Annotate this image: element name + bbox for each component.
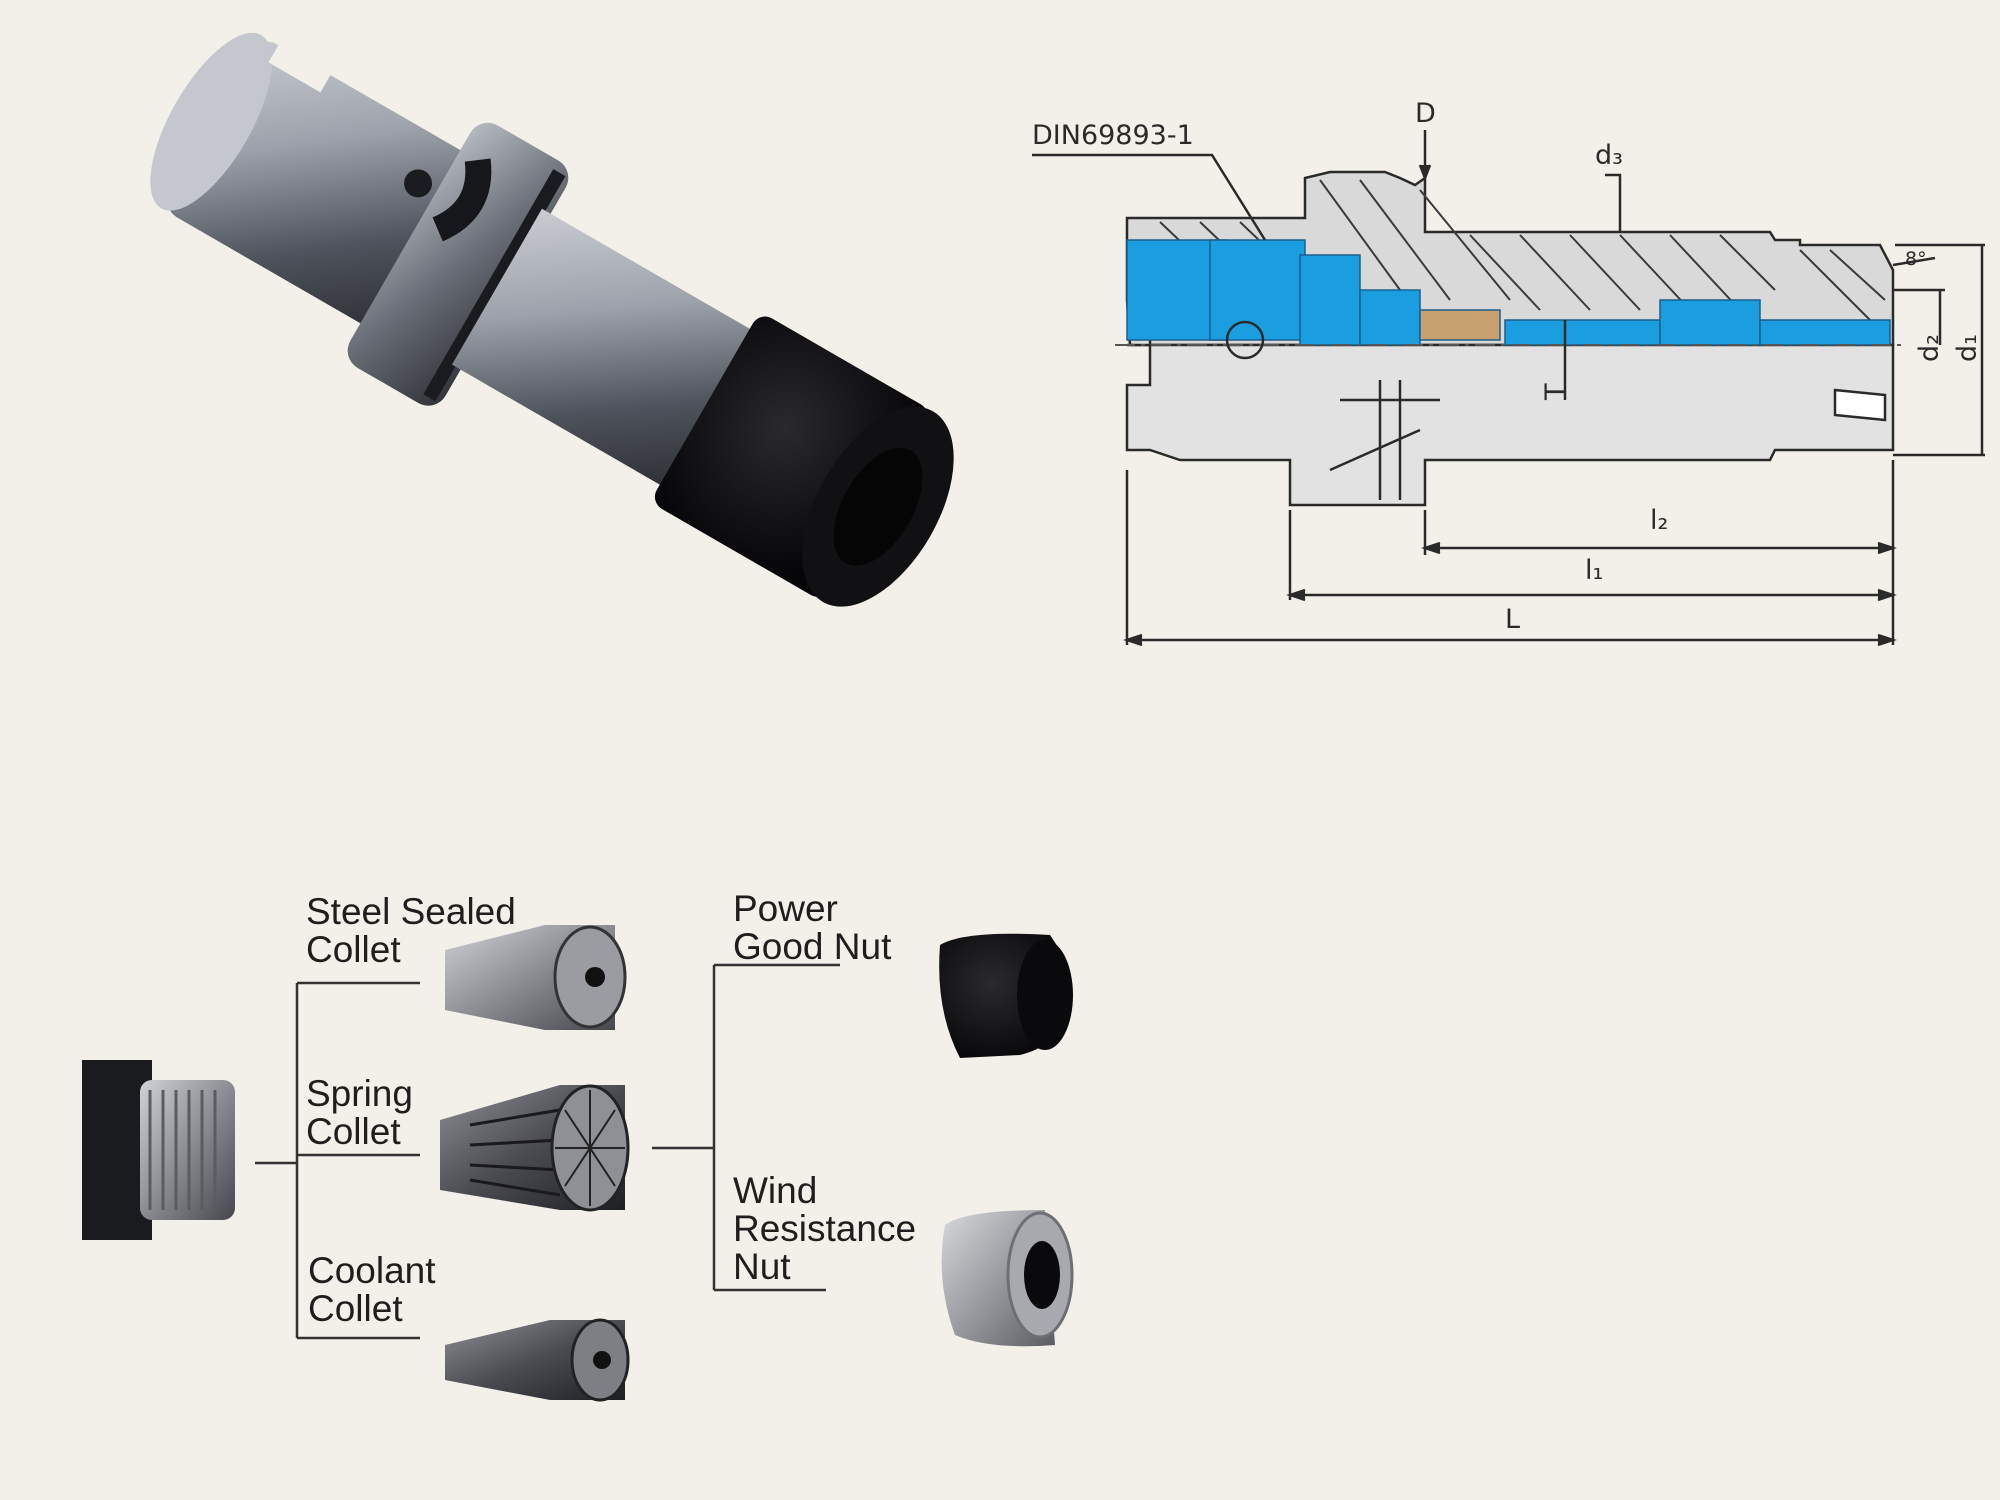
dim-D-label: D bbox=[1415, 98, 1436, 129]
label-line: Collet bbox=[308, 1288, 403, 1329]
din-leader bbox=[1032, 153, 1267, 241]
coolant-collet-label: Coolant Collet bbox=[308, 1252, 436, 1328]
wind-resistance-nut-image bbox=[941, 1210, 1074, 1347]
label-line: Coolant bbox=[308, 1250, 436, 1291]
dim-L-label: L bbox=[1505, 604, 1521, 635]
dim-d3-label: d₃ bbox=[1595, 140, 1623, 171]
label-line: Collet bbox=[306, 1111, 401, 1152]
dim-angle-label: 8° bbox=[1905, 248, 1927, 270]
steel-sealed-collet-image bbox=[445, 925, 627, 1030]
label-line: Collet bbox=[306, 929, 401, 970]
dim-d2-label: d₂ bbox=[1914, 334, 1945, 362]
spring-collet-label: Spring Collet bbox=[306, 1075, 413, 1151]
dim-d1-label: d₁ bbox=[1952, 334, 1983, 362]
dim-l2-label: l₂ bbox=[1650, 505, 1669, 536]
label-line: Nut bbox=[733, 1246, 791, 1287]
label-line: Steel Sealed bbox=[306, 891, 516, 932]
label-line: Spring bbox=[306, 1073, 413, 1114]
label-line: Resistance bbox=[733, 1208, 917, 1249]
power-good-nut-image bbox=[939, 933, 1073, 1058]
dim-l1-label: l₁ bbox=[1585, 555, 1604, 586]
technical-section-drawing bbox=[1032, 130, 1985, 647]
holder-thread-end bbox=[82, 1060, 235, 1240]
power-good-nut-label: Power Good Nut bbox=[733, 890, 891, 966]
drawing-outline-lower bbox=[1125, 340, 1895, 507]
label-line: Power bbox=[733, 888, 838, 929]
steel-sealed-collet-label: Steel Sealed Collet bbox=[306, 893, 516, 969]
spring-collet-image bbox=[440, 1084, 630, 1212]
hsk-shank bbox=[150, 32, 954, 607]
label-line: Good Nut bbox=[733, 926, 892, 967]
label-line: Wind bbox=[733, 1170, 818, 1211]
din-standard-label: DIN69893-1 bbox=[1032, 120, 1194, 151]
dim-T-label: T bbox=[1540, 383, 1571, 401]
wind-resistance-nut-label: Wind Resistance Nut bbox=[733, 1172, 916, 1286]
coolant-collet-image bbox=[445, 1318, 630, 1402]
connector-lines bbox=[255, 963, 840, 1340]
blue-section bbox=[1126, 239, 1891, 346]
